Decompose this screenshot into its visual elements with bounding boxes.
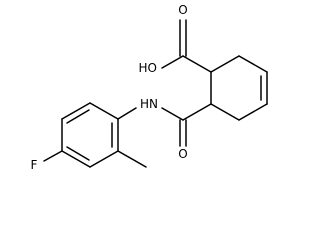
bond-c5-c6	[210, 103, 240, 121]
aryl-ring	[61, 102, 119, 168]
bond-c11-c12	[89, 102, 119, 120]
bond-c16-methyl	[117, 150, 147, 168]
amide-nitrogen-label: HN	[140, 97, 158, 111]
carboxylic-acid-group	[161, 19, 212, 73]
bond-c2-c3	[238, 55, 268, 73]
amide-oxygen-label: O	[178, 147, 187, 161]
bond-c6-c10	[182, 103, 212, 121]
bond-c12-c13-inner	[66, 109, 90, 124]
bond-c15-c16	[89, 150, 119, 168]
hydroxyl-label: HO	[139, 61, 157, 75]
cyclohexene-ring	[210, 55, 268, 121]
bond-c7-c8	[182, 55, 212, 73]
bond-c14-f	[43, 150, 63, 162]
bond-c8-o2	[161, 55, 184, 69]
bond-c10-n	[161, 107, 184, 121]
bond-c12-c13	[61, 102, 91, 120]
amide-group	[117, 103, 212, 147]
acid-carbonyl-oxygen-label: O	[178, 3, 187, 17]
chemical-structure-diagram: HO O HN O F	[31, 3, 268, 172]
bond-c7-c2	[210, 55, 240, 73]
bond-c4-c5	[238, 103, 268, 121]
fluorine-label: F	[31, 158, 38, 172]
bond-c14-c15	[61, 150, 91, 168]
bond-n-c11	[117, 107, 137, 120]
bond-c14-c15-inner	[66, 146, 90, 161]
